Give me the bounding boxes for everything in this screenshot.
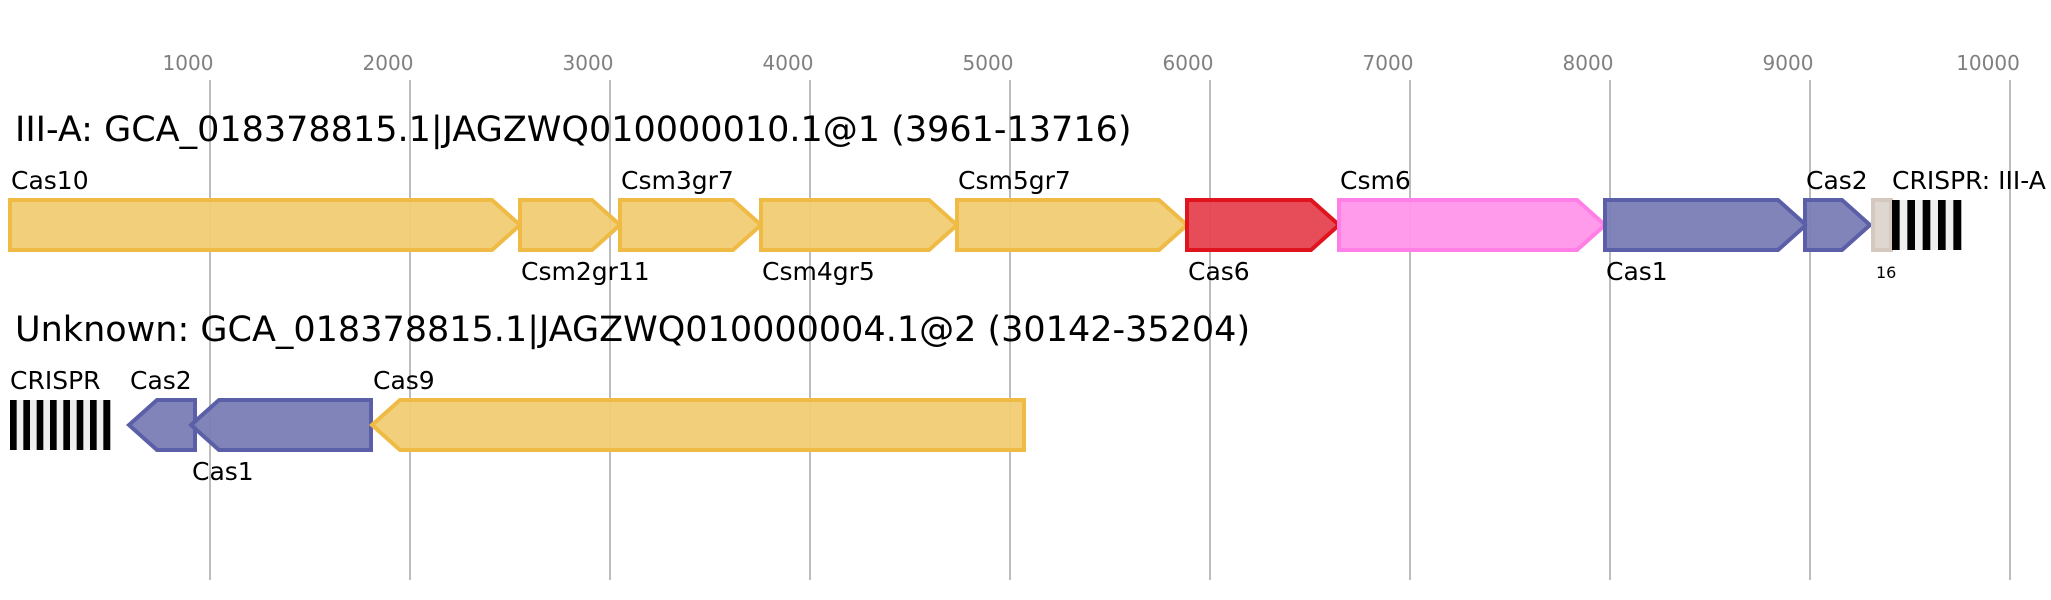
locus-title: III-A: GCA_018378815.1|JAGZWQ010000010.1… [15,110,1132,150]
crispr-repeat [23,400,31,450]
crispr-label: CRISPR: III-A [1892,166,2046,195]
axis-grid: 1000 2000 3000 4000 5000 6000 7000 8000 9000 1000… [163,51,2020,580]
crispr-spacer [1915,200,1923,250]
gene-unknown[interactable] [1871,198,1893,252]
crispr-spacer [16,400,24,450]
crispr-array[interactable] [10,400,111,450]
gene-cas2[interactable] [125,398,197,452]
loci: III-A: GCA_018378815.1|JAGZWQ010000010.1… [8,110,2046,486]
crispr-repeat [50,400,57,450]
locus-row: III-A: GCA_018378815.1|JAGZWQ010000010.1… [8,110,2046,286]
gene-label: Cas1 [192,457,254,486]
tick-label: 5000 [963,51,1014,75]
tick-label: 3000 [563,51,614,75]
crispr-repeat [36,400,44,450]
gene-cas1[interactable] [1603,198,1810,252]
gene-label: Csm3gr7 [621,166,734,195]
gene-label: Csm4gr5 [762,257,875,286]
tick-label: 2000 [363,51,414,75]
gene-cas1[interactable] [187,398,373,452]
gene-label: Csm5gr7 [958,166,1071,195]
crispr-spacer-count: 16 [1876,263,1896,282]
crispr-repeat [76,400,84,450]
gene-label: Cas10 [11,166,89,195]
tick-label: 6000 [1163,51,1214,75]
gene-csm3gr7[interactable] [618,198,765,252]
tick-label: 9000 [1763,51,1814,75]
gene-label: Csm6 [1340,166,1411,195]
crispr-repeat [1892,200,1900,250]
gene-label: Cas2 [1806,166,1868,195]
gene-label: Cas6 [1188,257,1250,286]
crispr-label: CRISPR [10,366,101,395]
gene-csm5gr7[interactable] [955,198,1191,252]
gene-cas10[interactable] [8,198,524,252]
locus-row: Unknown: GCA_018378815.1|JAGZWQ010000004… [10,310,1250,486]
tick-label: 1000 [163,51,214,75]
crispr-repeat [103,400,111,450]
gene-label: Cas2 [130,366,192,395]
crispr-spacer [70,400,77,450]
crispr-repeat [1953,200,1962,250]
crispr-spacer [43,400,51,450]
gene-csm4gr5[interactable] [759,198,961,252]
gene-csm2gr11[interactable] [518,198,624,252]
gene-cas9[interactable] [368,398,1026,452]
crispr-spacer [1930,200,1939,250]
gene-label: Cas9 [373,366,435,395]
gene-label: Cas1 [1606,257,1668,286]
crispr-array[interactable] [1892,200,1962,250]
crispr-repeat [1938,200,1946,250]
gene-csm6[interactable] [1337,198,1609,252]
crispr-repeat [10,400,17,450]
locus-title: Unknown: GCA_018378815.1|JAGZWQ010000004… [15,310,1250,350]
crispr-spacer [56,400,64,450]
crispr-spacer [83,400,91,450]
crispr-repeat [1907,200,1916,250]
crispr-repeat [1922,200,1931,250]
tick-label: 10000 [1956,51,2020,75]
crispr-repeat [63,400,71,450]
crispr-spacer [96,400,104,450]
tick-label: 8000 [1563,51,1614,75]
crispr-repeat [90,400,97,450]
tick-label: 7000 [1363,51,1414,75]
gene-cas2[interactable] [1803,198,1874,252]
tick-label: 4000 [763,51,814,75]
crispr-spacer [30,400,37,450]
gene-label: Csm2gr11 [521,257,650,286]
gene-cas6[interactable] [1185,198,1343,252]
crispr-spacer [1899,200,1908,250]
crispr-spacer [1945,200,1954,250]
